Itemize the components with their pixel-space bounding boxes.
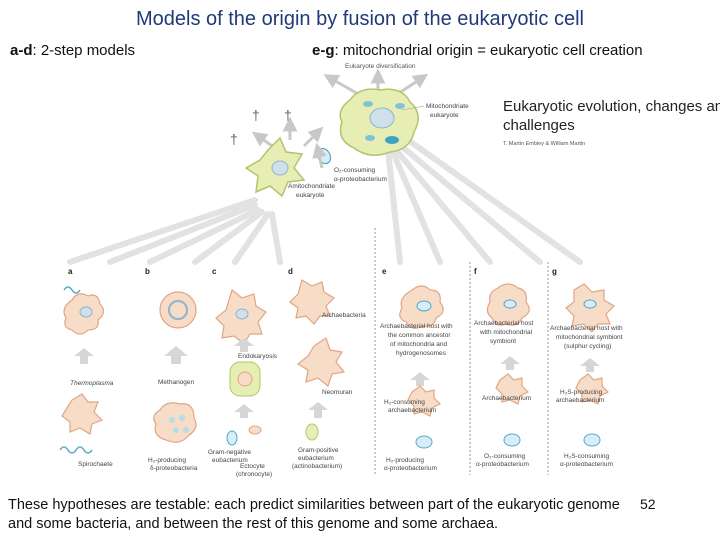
e-host-label-line1: Archaebacterial host with	[380, 323, 453, 330]
panel-a: Thermoplasma Spirochaete	[59, 286, 114, 468]
gram-pos-label-line3: (actinobacterium)	[292, 463, 342, 470]
extinction-dagger: †	[284, 107, 292, 123]
subheading-key: e-g	[312, 42, 335, 59]
panel-c: Endokaryosis Gram-negative eubacterium E…	[208, 288, 278, 478]
panel-letter: f	[474, 267, 477, 276]
amitochondriate-label-line1: Amitochondriate	[288, 183, 335, 190]
g-host-label-line2: mitochondrial symbiont	[556, 334, 623, 341]
neomuran-label: Neomuran	[322, 389, 353, 396]
gram-neg-label-line4: (chronocyte)	[236, 471, 272, 478]
g-h2s-arch-label-line1: H₂S-producing	[560, 389, 603, 396]
o2-consuming-label-line2: α-proteobacterium	[334, 176, 387, 183]
amitochondriate-label-line2: eukaryote	[296, 192, 325, 199]
f-host-label-line1: Archaebacterial host	[474, 320, 533, 327]
panel-letters: a b c d e f g	[68, 267, 557, 276]
f-o2-alpha-label-line2: α-proteobacterium	[476, 461, 529, 468]
extinction-dagger: †	[230, 131, 238, 147]
panel-e: Archaebacterial host with the common anc…	[380, 285, 453, 472]
alpha-proteobacterium	[316, 147, 332, 165]
slide-title: Models of the origin by fusion of the eu…	[135, 8, 585, 30]
e-host-label-line2: the common ancestor	[388, 332, 451, 339]
extinction-dagger: †	[252, 107, 260, 123]
panel-b: Methanogen H₂-producing δ-proteobacteria	[148, 291, 198, 472]
e-h2-alpha-label-line1: H₂-producing	[386, 457, 424, 464]
slide-caption: These hypotheses are testable: each pred…	[8, 497, 620, 532]
subheading-mitochondrial-origin: e-g: mitochondrial origin = eukaryotic c…	[312, 42, 643, 59]
panel-letter: a	[68, 267, 73, 276]
endokaryosis-label: Endokaryosis	[238, 353, 278, 360]
panel-d: Archaebacteria Neomuran Gram-positive eu…	[289, 279, 366, 470]
gram-neg-label-line2: eubacterium	[212, 457, 248, 464]
g-h2s-alpha-label-line2: α-proteobacterium	[560, 461, 613, 468]
subheading-text: : mitochondrial origin = eukaryotic cell…	[334, 42, 643, 59]
book-title-line1: Eukaryotic evolution, changes and	[503, 98, 720, 115]
methanogen-label: Methanogen	[158, 379, 195, 386]
book-authors: T. Martin Embley & William Martin	[503, 141, 585, 147]
thermoplasma-label: Thermoplasma	[70, 380, 114, 387]
e-host-label-line3: of mitochondria and	[390, 341, 447, 348]
panel-dividers	[374, 228, 549, 475]
g-h2s-alpha-label-line1: H₂S-consuming	[564, 453, 610, 460]
panel-g: Archaebacterial host with mitochondrial …	[550, 283, 623, 468]
mitochondriate-label-line1: Mitochondriate	[426, 103, 469, 110]
gram-pos-label-line1: Gram-positive	[298, 447, 339, 454]
subheading-text: : 2-step models	[32, 42, 136, 59]
f-o2-alpha-label-line1: O₂-consuming	[484, 453, 526, 460]
archaebacteria-label: Archaebacteria	[322, 312, 366, 319]
e-host-label-line4: hydrogenosomes	[396, 350, 447, 357]
e-h2-alpha-label-line2: α-proteobacterium	[384, 465, 437, 472]
gram-neg-label-line3: Ectocyte	[240, 463, 265, 470]
g-host-label-line1: Archaebacterial host with	[550, 325, 623, 332]
subheading-two-step-models: a-d: 2-step models	[10, 42, 135, 59]
book-title-line2: challenges	[503, 117, 575, 134]
evolution-figure: Eukaryote diversification † † † Mitochon…	[59, 63, 720, 478]
panel-letter: d	[288, 267, 293, 276]
mitochondriate-label-line2: eukaryote	[430, 112, 459, 119]
e-h2-arch-label-line2: archaebacterium	[388, 407, 436, 414]
panel-f: Archaebacterial host with mitochondrial …	[474, 283, 533, 468]
h2-delta-label-line2: δ-proteobacteria	[150, 465, 198, 472]
panel-letter: e	[382, 267, 387, 276]
eukaryote-diversification-label: Eukaryote diversification	[345, 63, 416, 70]
g-h2s-arch-label-line2: archaebacterium	[556, 397, 604, 404]
panel-letter: b	[145, 267, 150, 276]
lineage-fan	[67, 137, 583, 265]
mitochondriate-eukaryote-cell	[339, 88, 419, 156]
spirochaete-label: Spirochaete	[78, 461, 113, 468]
amitochondriate-eukaryote-cell	[244, 136, 306, 198]
f-host-label-line2: with mitochondrial	[479, 329, 533, 336]
g-host-label-line3: (sulphur cycling)	[564, 343, 611, 350]
panel-letter: c	[212, 267, 217, 276]
subheading-key: a-d	[10, 42, 33, 59]
gram-pos-label-line2: eubacterium	[298, 455, 334, 462]
gram-neg-label-line1: Gram-negative	[208, 449, 251, 456]
o2-consuming-label-line1: O₂-consuming	[334, 167, 376, 174]
f-host-label-line3: symbiont	[490, 338, 516, 345]
e-h2-arch-label-line1: H₂-consuming	[384, 399, 425, 406]
panel-letter: g	[552, 267, 557, 276]
page-number: 52	[640, 496, 656, 512]
h2-delta-label-line1: H₂-producing	[148, 457, 186, 464]
f-arch-label: Archaebacterium	[482, 395, 531, 402]
